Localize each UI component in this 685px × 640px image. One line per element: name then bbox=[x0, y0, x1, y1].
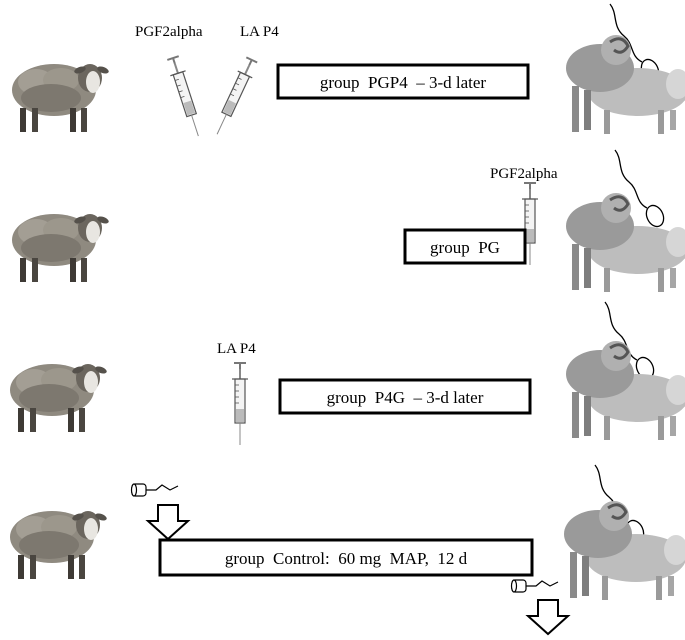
row-pgp4: PGF2alpha LA P4 group PGP4 – 3-d later bbox=[12, 4, 685, 139]
group-label-control: group Control: 60 mg MAP, 12 d bbox=[225, 549, 468, 568]
sheep-icon bbox=[12, 64, 110, 132]
row-pg: PGF2alpha group PG bbox=[12, 150, 685, 292]
group-label-p4g: group P4G – 3-d later bbox=[327, 388, 484, 407]
syringe-icon bbox=[165, 56, 206, 139]
mating-sheep-icon bbox=[566, 193, 685, 292]
injection-label-la-p4: LA P4 bbox=[217, 341, 256, 357]
injection-label-pgf2alpha: PGF2alpha bbox=[490, 166, 558, 182]
injection-label-pgf2alpha: PGF2alpha bbox=[135, 24, 203, 40]
group-label-pgp4: group PGP4 – 3-d later bbox=[320, 73, 487, 92]
syringe-icon bbox=[232, 363, 248, 445]
mating-sheep-icon bbox=[566, 35, 685, 134]
injection-label-la-p4: LA P4 bbox=[240, 24, 279, 40]
row-p4g: LA P4 group P4G – 3-d later bbox=[10, 302, 685, 445]
down-arrow-icon bbox=[528, 600, 568, 634]
intravaginal-sponge-icon bbox=[132, 484, 179, 496]
mating-sheep-icon bbox=[566, 341, 685, 440]
down-arrow-icon bbox=[148, 505, 188, 539]
intravaginal-sponge-icon bbox=[512, 580, 559, 592]
group-label-pg: group PG bbox=[430, 238, 500, 257]
sheep-icon bbox=[10, 364, 108, 432]
sheep-icon bbox=[12, 214, 110, 282]
syringe-icon bbox=[210, 57, 259, 138]
row-control: group Control: 60 mg MAP, 12 d bbox=[10, 465, 685, 634]
mating-sheep-icon bbox=[564, 501, 685, 600]
sheep-icon bbox=[10, 511, 108, 579]
